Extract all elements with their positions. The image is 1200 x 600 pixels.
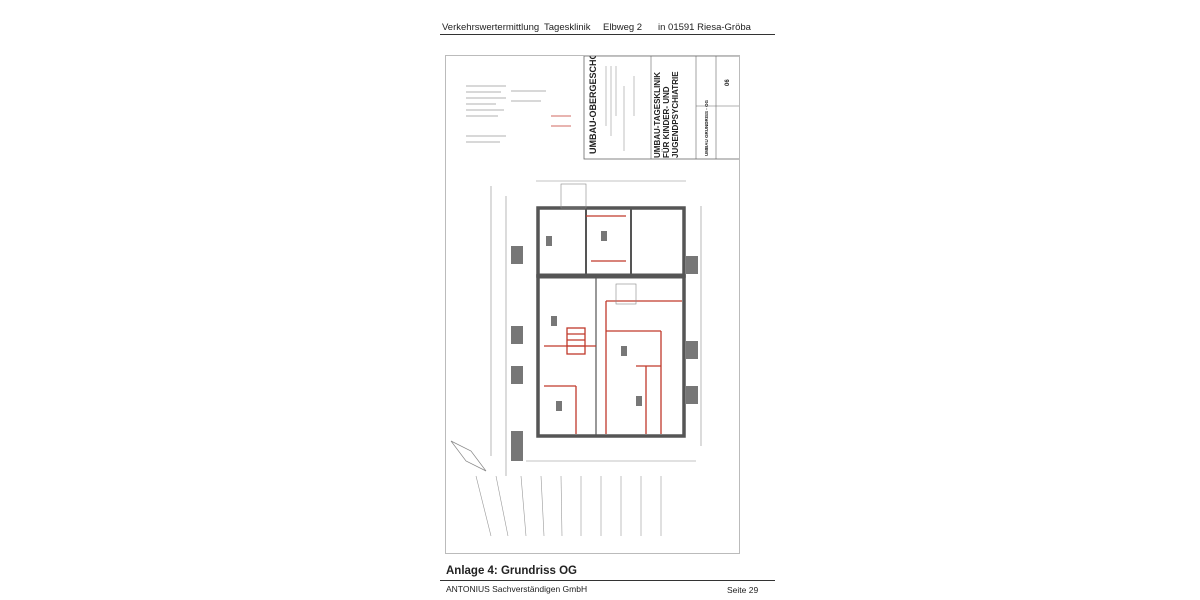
header-street: Elbweg 2 (603, 22, 643, 33)
drawing-title: UMBAU-OBERGESCHOSS (588, 56, 598, 154)
floor-plan-drawing: UMBAU-OBERGESCHOSS UMBAU GRUNDRISS - OG … (450, 40, 750, 537)
footer-company: ANTONIUS Sachverständigen GmbH (446, 584, 588, 594)
north-arrow-icon (450, 440, 487, 472)
page-header: Verkehrswertermittlung Tagesklinik Elbwe… (442, 22, 775, 33)
legend-notes (466, 85, 571, 143)
header-object: Tagesklinik (544, 22, 591, 33)
drawing-project: UMBAU-TAGESKLINIK FÜR KINDER- UND JUGEND… (653, 71, 680, 158)
new-walls (544, 215, 682, 434)
title-block: UMBAU-OBERGESCHOSS UMBAU GRUNDRISS - OG … (583, 40, 750, 160)
header-city: in 01591 Riesa-Gröba (658, 22, 751, 33)
notes-bottom (475, 475, 662, 537)
caption: Anlage 4: Grundriss OG (446, 565, 577, 577)
footer-rule (440, 580, 775, 581)
drawing-plan-name: UMBAU GRUNDRISS - OG (704, 100, 709, 156)
header-report: Verkehrswertermittlung (442, 22, 540, 33)
room-labels (511, 231, 698, 461)
footer-page: Seite 29 (727, 585, 759, 595)
header-rule (440, 34, 775, 35)
dimension-lines (490, 180, 702, 476)
drawing-sheet-no: 06 (725, 79, 731, 86)
floor-plan-sheet: UMBAU-OBERGESCHOSS UMBAU GRUNDRISS - OG … (445, 40, 750, 554)
building-walls (536, 206, 686, 438)
